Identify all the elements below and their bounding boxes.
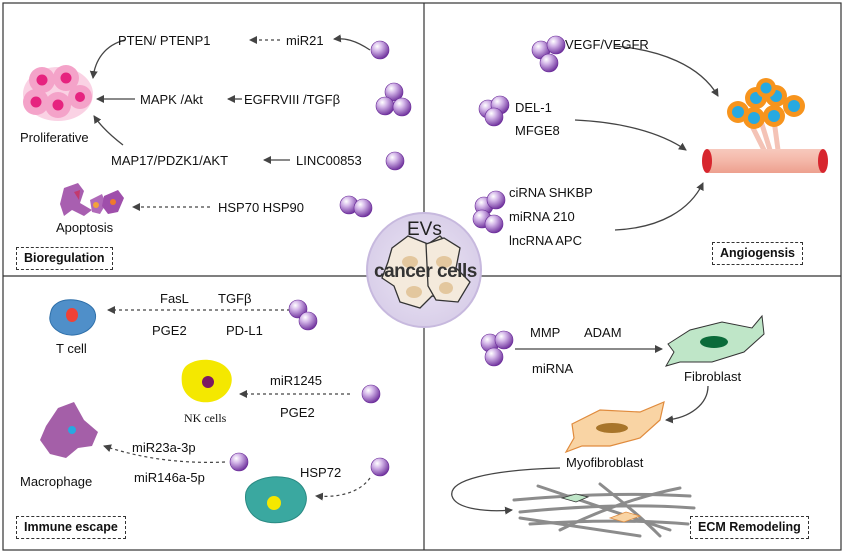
label-linc: LINC00853: [296, 153, 362, 168]
vesicle-del1: [478, 95, 510, 127]
arrow-fibroblast-to-myofibroblast: [665, 385, 709, 424]
apoptosis-cells: [60, 183, 124, 216]
vesicle-mir23: [229, 452, 249, 472]
proliferative-cells: [23, 65, 93, 121]
vesicle-fasl: [288, 299, 318, 331]
label-pten: PTEN/ PTENP1: [118, 33, 211, 48]
vesicle-hsp: [339, 195, 373, 218]
vesicle-linc: [385, 151, 405, 171]
vesicle-egfr: [375, 82, 412, 117]
label-egfr: EGFRVIII /TGFβ: [244, 92, 341, 107]
label-cancer-cells: cancer cells: [374, 261, 477, 282]
label-hsp72: HSP72: [300, 465, 342, 480]
vesicle-mir21: [370, 40, 390, 60]
label-mir146: miR146a-5p: [134, 470, 205, 485]
arrow-myofibroblast-to-ecm: [451, 467, 561, 515]
label-adam: ADAM: [584, 325, 622, 340]
ecm-fibers: [512, 482, 696, 538]
arrow-vegf-to-tumor: [614, 45, 719, 97]
label-vegf: VEGF/VEGFR: [565, 37, 649, 52]
label-mapk: MAPK /Akt: [140, 92, 203, 107]
vesicle-vegf: [531, 35, 566, 73]
vesicle-cirna: [472, 190, 506, 234]
label-mir1245: miR1245: [270, 373, 323, 388]
label-nk-cells: NK cells: [184, 411, 227, 425]
vesicle-mmp: [480, 330, 514, 367]
label-mmp: MMP: [530, 325, 561, 340]
label-pge2-a: PGE2: [152, 323, 187, 338]
ecm-small-cells: [560, 493, 642, 523]
arrow-cirna-to-vessel: [614, 182, 704, 231]
label-proliferative: Proliferative: [20, 130, 89, 145]
vesicle-hsp72: [370, 457, 390, 477]
label-fibroblast: Fibroblast: [684, 369, 742, 384]
label-macrophage: Macrophage: [20, 474, 93, 489]
title-angiogenesis: Angiogensis: [712, 242, 804, 265]
label-mfge8: MFGE8: [515, 123, 560, 138]
arrow-hsp72-to-teal: [315, 477, 371, 501]
label-map17: MAP17/PDZK1/AKT: [111, 153, 229, 168]
label-mir23: miR23a-3p: [132, 440, 196, 455]
t-cell: [49, 299, 96, 336]
fibroblast-cell: [664, 314, 765, 367]
label-pge2-b: PGE2: [280, 405, 315, 420]
label-cirna: ciRNA SHKBP: [509, 185, 593, 200]
label-pdl1: PD-L1: [226, 323, 263, 338]
label-del1: DEL-1: [515, 100, 552, 115]
blood-vessel: [702, 149, 828, 173]
vesicle-mir1245: [361, 384, 381, 404]
label-lncrna: lncRNA APC: [509, 233, 582, 248]
label-evs: EVs: [407, 219, 442, 240]
arrow-map17-to-proliferative: [93, 115, 124, 146]
arrow-del1-to-vessel: [574, 119, 687, 151]
label-mirna210: miRNA 210: [509, 209, 575, 224]
tumor-cluster: [727, 78, 805, 152]
label-tgfb: TGFβ: [218, 291, 252, 306]
arrow-pten-to-proliferative: [89, 39, 126, 79]
label-hsp70: HSP70 HSP90: [218, 200, 304, 215]
macrophage-cell: [40, 402, 98, 458]
arrow-mir21-to-pten: [333, 34, 371, 51]
title-ecm: ECM Remodeling: [690, 516, 809, 539]
myofibroblast-cell: [564, 401, 665, 454]
center-evs-vesicle: [366, 212, 482, 328]
nk-cell: [181, 359, 232, 403]
label-apoptosis: Apoptosis: [56, 220, 114, 235]
label-myofibroblast: Myofibroblast: [566, 455, 644, 470]
label-fasl: FasL: [160, 291, 189, 306]
label-mir21: miR21: [286, 33, 324, 48]
teal-cell: [245, 476, 307, 524]
label-mirna: miRNA: [532, 361, 574, 376]
title-bioregulation: Bioregulation: [16, 247, 113, 270]
arrow-mir23-to-macrophage: [103, 444, 226, 463]
title-immune-escape: Immune escape: [16, 516, 126, 539]
label-tcell: T cell: [56, 341, 87, 356]
